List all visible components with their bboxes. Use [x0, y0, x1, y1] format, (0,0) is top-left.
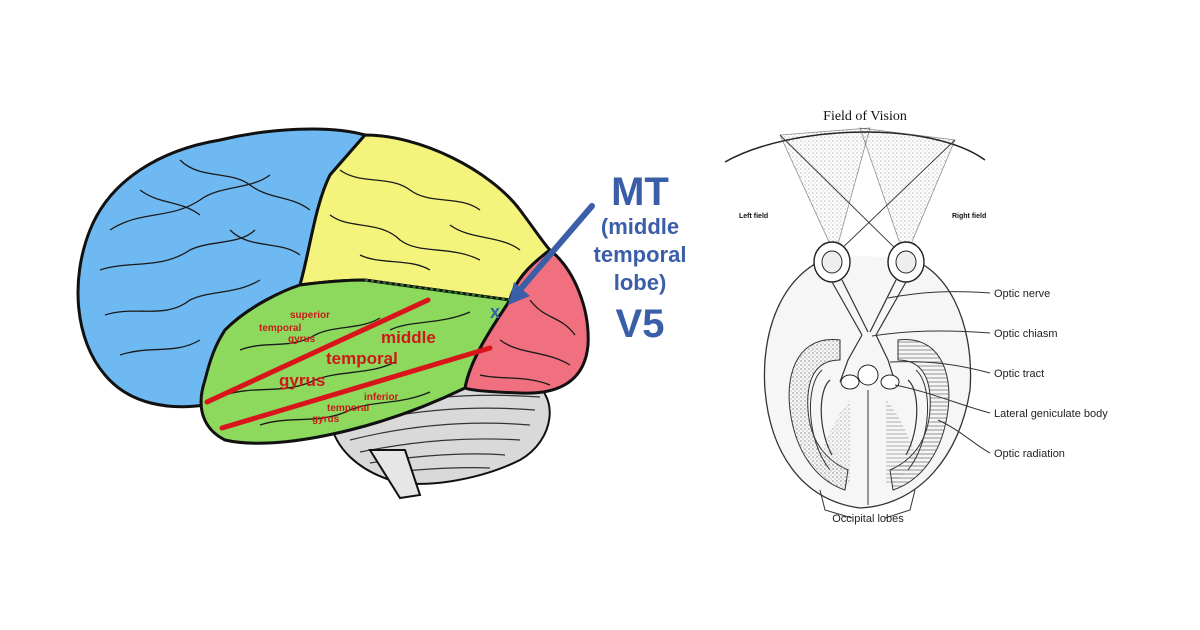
dotted-boundary: [364, 279, 511, 301]
middle-label-2: temporal: [326, 349, 398, 368]
label-lateral-geniculate-body: Lateral geniculate body: [994, 408, 1108, 420]
label-optic-radiation: Optic radiation: [994, 448, 1065, 460]
brain-diagram: superior temporal gyrus middle temporal …: [76, 127, 687, 500]
v5-label: V5: [616, 302, 665, 346]
mt-middle: (middle: [601, 214, 679, 239]
leader-lines: [871, 291, 991, 454]
field-rays: [779, 134, 956, 259]
right-field-cone: [859, 127, 956, 260]
lgb-right: [880, 374, 900, 390]
left-field-label: Left field: [739, 213, 768, 220]
mt-temporal: temporal: [594, 242, 687, 267]
left-eye: [813, 241, 851, 283]
inferior-label-3: gyrus: [312, 414, 340, 425]
gyri-lines: [99, 159, 576, 426]
label-optic-chiasm: Optic chiasm: [994, 328, 1058, 340]
brain-stem: [368, 449, 422, 500]
inferior-label-2: temporal: [327, 403, 369, 414]
mt-title: MT: [611, 170, 669, 214]
left-field-cone: [779, 127, 871, 257]
label-optic-tract: Optic tract: [994, 368, 1044, 380]
gyrus-divider-lines: [204, 297, 493, 431]
mt-arrow-line: [515, 203, 595, 295]
label-occipital-lobes: Occipital lobes: [832, 513, 904, 525]
superior-label-3: gyrus: [288, 334, 316, 345]
occipital-bracket: [819, 489, 916, 519]
optic-nerves: [831, 279, 907, 383]
field-of-vision-title: Field of Vision: [823, 109, 907, 124]
right-field-label: Right field: [952, 213, 986, 220]
middle-label-1: middle: [381, 328, 436, 347]
superior-label-2: temporal: [259, 323, 301, 334]
right-eye: [887, 241, 925, 283]
inferior-label-1: inferior: [364, 392, 399, 403]
mt-lobe: lobe): [614, 270, 667, 295]
midbrain: [857, 364, 879, 386]
superior-label-1: superior: [290, 310, 330, 321]
mt-x-marker: x: [490, 302, 500, 322]
middle-label-3: gyrus: [279, 371, 325, 390]
label-optic-nerve: Optic nerve: [994, 288, 1050, 300]
cerebellum-folds: [344, 394, 541, 474]
right-occipital-fill: [886, 400, 916, 485]
mt-arrow-head: [508, 282, 530, 305]
lgb-left: [840, 374, 860, 390]
left-occipital-fill: [820, 400, 850, 485]
